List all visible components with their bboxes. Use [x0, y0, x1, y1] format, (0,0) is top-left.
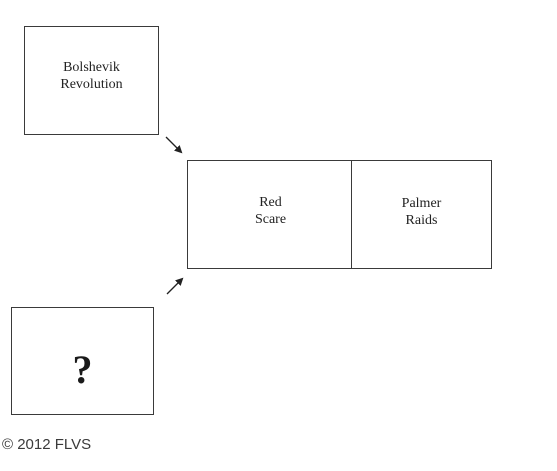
red-scare-box: Red Scare: [187, 160, 354, 269]
red-scare-label: Red Scare: [254, 195, 287, 227]
arrow-bolshevik-to-redscare: [165, 136, 183, 154]
palmer-raids-box: Palmer Raids: [351, 160, 492, 269]
unknown-cause-box: ?: [11, 307, 154, 415]
bolshevik-revolution-label: Bolshevik Revolution: [60, 60, 123, 92]
arrow-unknown-to-redscare: [166, 277, 184, 295]
palmer-raids-label: Palmer Raids: [401, 196, 442, 228]
bolshevik-revolution-box: Bolshevik Revolution: [24, 26, 159, 135]
copyright-text: © 2012 FLVS: [2, 436, 92, 453]
question-mark-label: ?: [72, 347, 93, 392]
